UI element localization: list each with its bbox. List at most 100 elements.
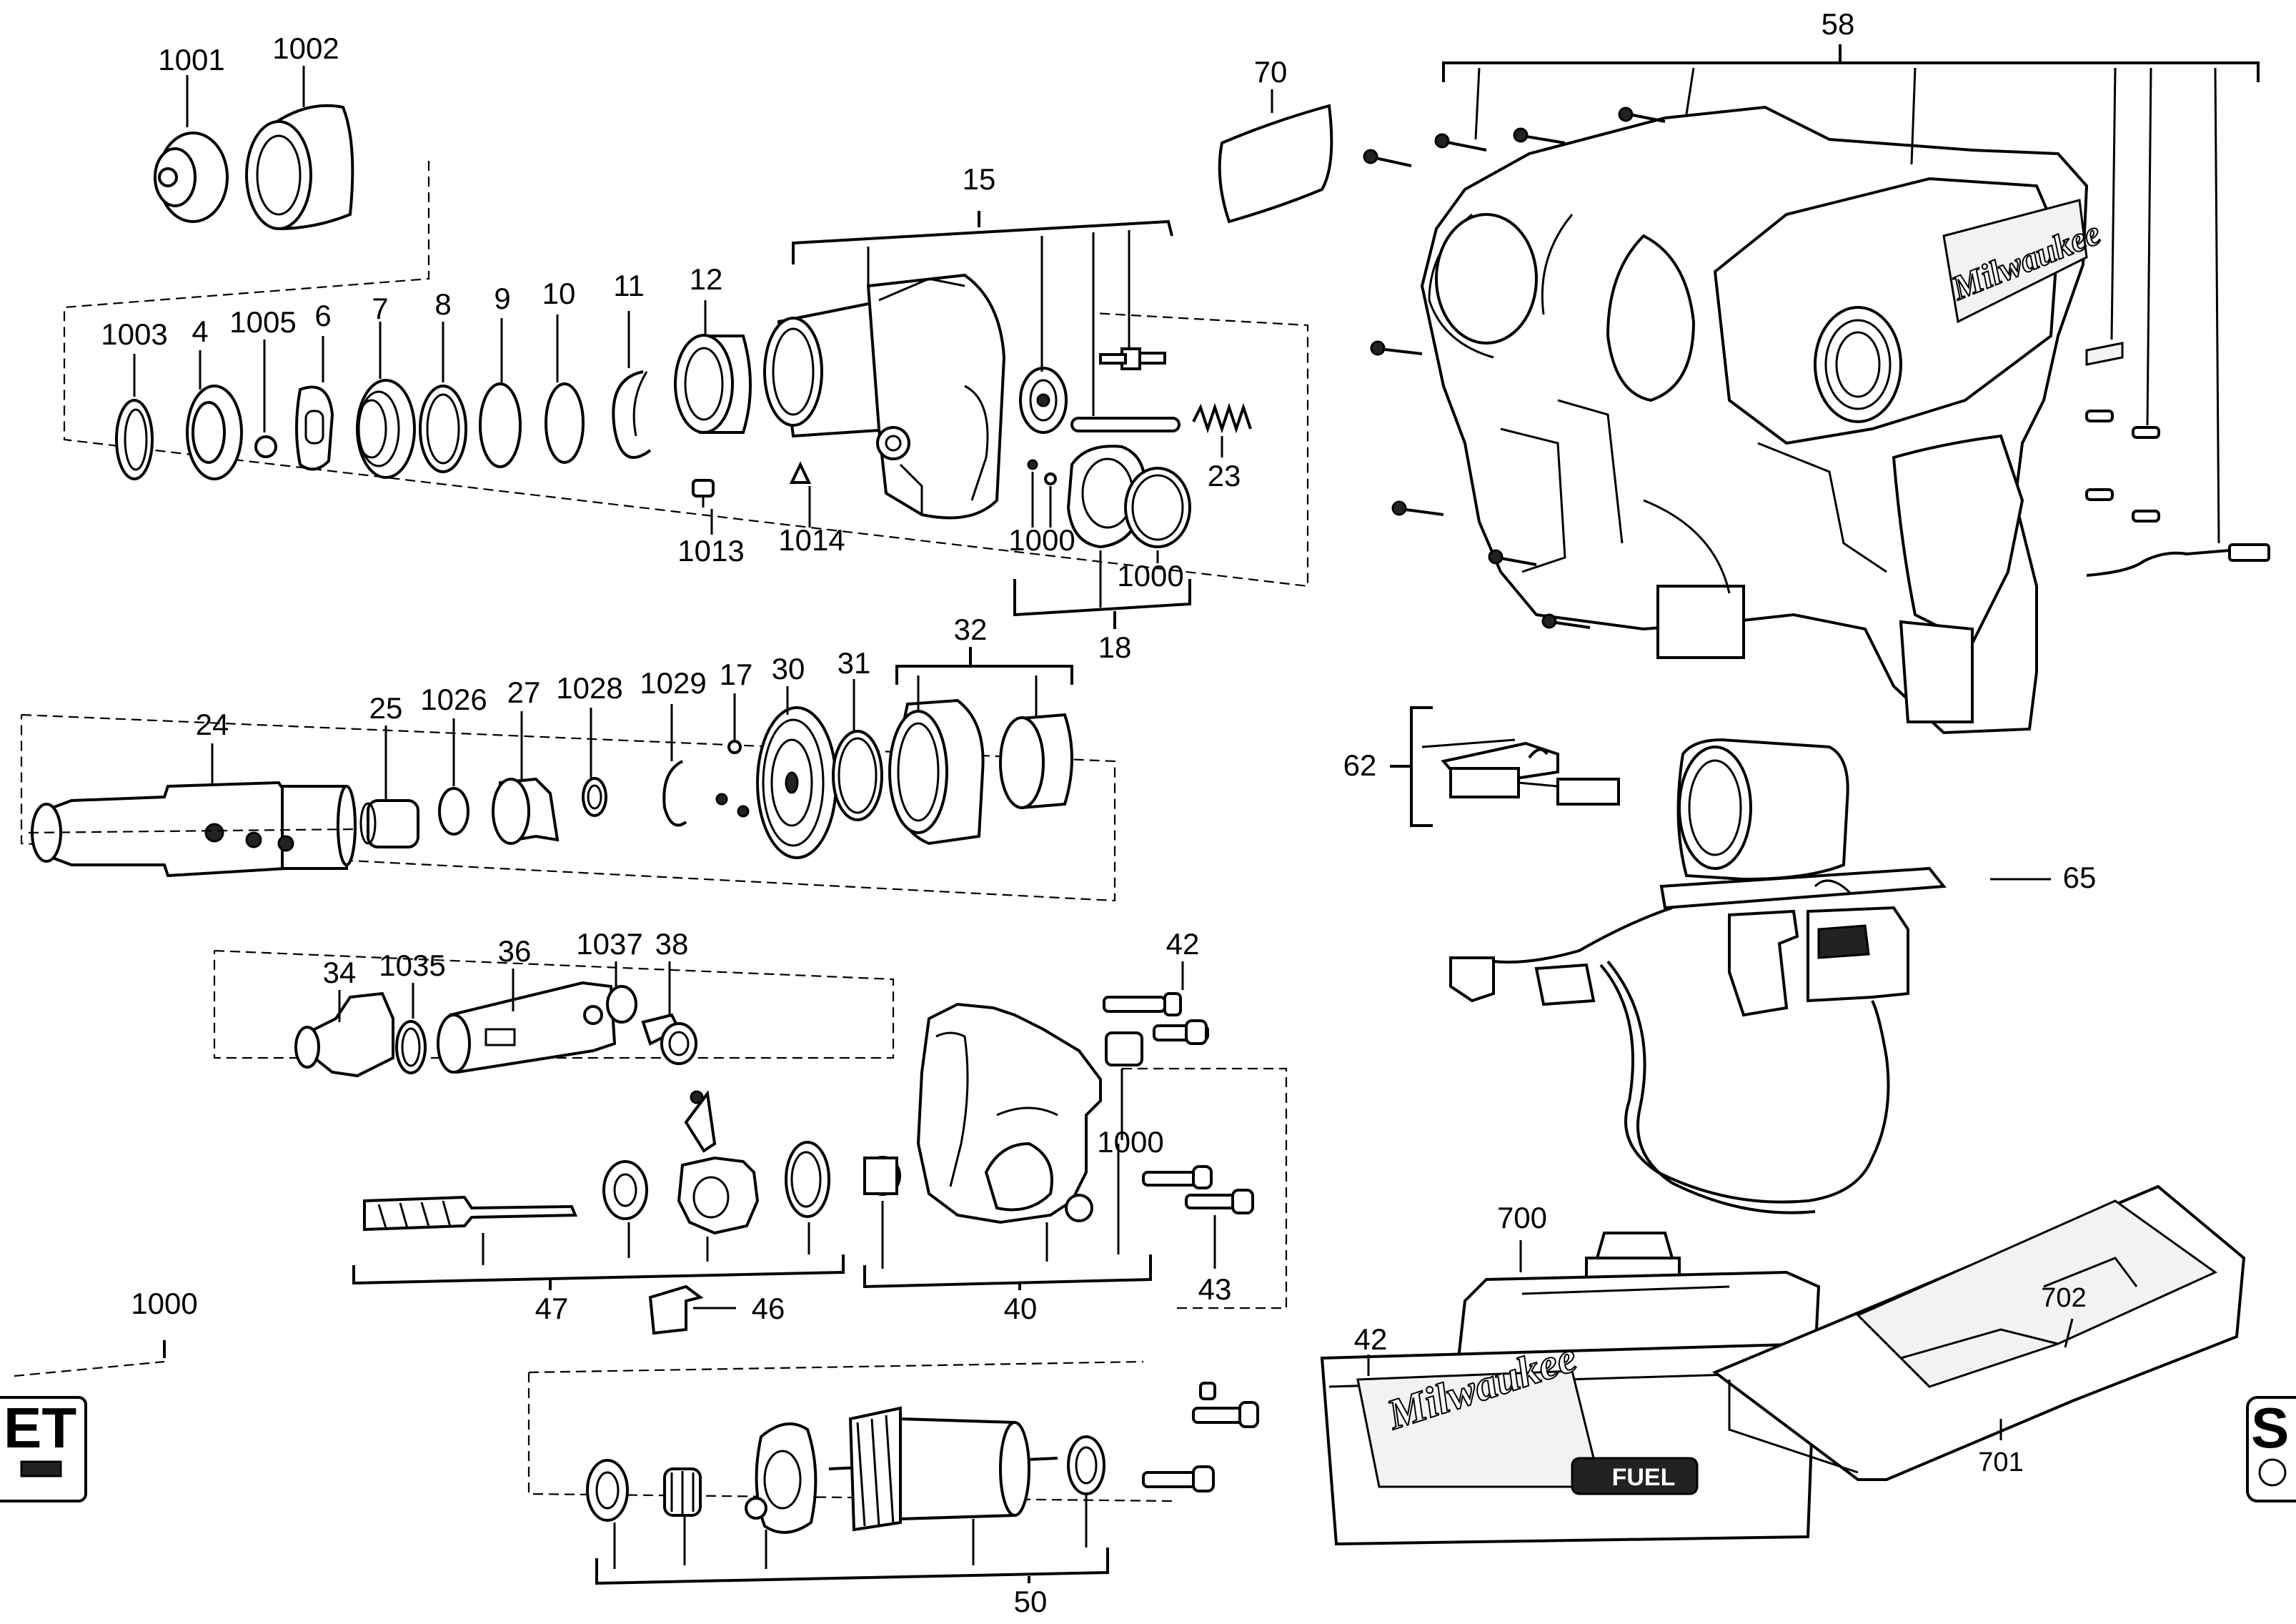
label-58: 58	[1822, 7, 1855, 41]
label-1013: 1013	[677, 534, 744, 568]
part-1026	[438, 787, 469, 836]
label-8: 8	[434, 287, 451, 321]
label-1000-c: 1000	[1097, 1125, 1163, 1159]
part-43-screws	[1142, 1165, 1254, 1214]
part-labels: 1001 1002 1003 4 1005 6 7 8 9 10 11 12 1…	[101, 7, 2096, 1618]
part-58-pins	[2085, 410, 2160, 523]
part-32-bushing	[999, 713, 1073, 810]
part-32-housing	[888, 698, 985, 846]
part-screw-15	[1099, 347, 1166, 370]
label-1028: 1028	[556, 671, 622, 705]
part-24-spindle	[28, 781, 358, 878]
part-1013	[692, 479, 715, 508]
part-42-screws-bottom	[1142, 1382, 1259, 1492]
part-34	[294, 991, 394, 1078]
part-1003	[115, 399, 154, 480]
label-1002: 1002	[272, 31, 339, 65]
part-42-screws-top	[1103, 992, 1209, 1045]
label-1000-d: 1000	[131, 1287, 197, 1320]
part-12	[674, 334, 752, 434]
label-1037: 1037	[576, 927, 642, 961]
part-50-armature	[828, 1406, 1058, 1532]
part-27	[492, 777, 560, 845]
part-8	[419, 385, 467, 473]
part-1002	[245, 104, 354, 231]
part-47-gear	[785, 1141, 830, 1218]
label-42-top: 42	[1166, 927, 1200, 961]
part-31	[832, 730, 883, 821]
label-36: 36	[498, 934, 532, 968]
label-24: 24	[196, 708, 229, 741]
label-70: 70	[1254, 55, 1288, 89]
label-702: 702	[2041, 1283, 2086, 1313]
label-1001: 1001	[158, 43, 224, 76]
left-edge-text: ET	[4, 1396, 76, 1460]
label-1000-b: 1000	[1117, 559, 1183, 593]
right-edge-fragment: S	[2246, 1396, 2296, 1502]
label-34: 34	[323, 956, 357, 989]
label-7: 7	[372, 292, 388, 325]
part-1000-balls	[1027, 459, 1057, 485]
part-11	[612, 370, 652, 459]
label-1000-a: 1000	[1008, 523, 1075, 557]
label-65: 65	[2063, 861, 2097, 894]
part-58-screws	[1363, 107, 1666, 629]
part-10	[545, 382, 585, 464]
part-58-housing: Milwaukee	[1420, 105, 2124, 735]
part-700-case: Milwaukee FUEL	[1320, 1232, 1821, 1546]
label-1005: 1005	[229, 305, 296, 339]
part-47-eccentric	[677, 1089, 760, 1235]
label-1035: 1035	[379, 949, 445, 982]
part-15-barrel	[763, 273, 1006, 520]
part-25	[359, 799, 419, 848]
part-1000-bushing	[1105, 1031, 1143, 1066]
label-701: 701	[1978, 1447, 2023, 1477]
part-pin-15	[1070, 417, 1181, 432]
label-11: 11	[613, 269, 645, 302]
part-1014	[789, 461, 812, 484]
part-36	[437, 981, 617, 1074]
part-23-spring	[1192, 402, 1252, 434]
part-6	[295, 385, 334, 471]
part-50-bearing-rear	[1067, 1435, 1105, 1495]
part-50-bearing	[586, 1459, 629, 1522]
label-38: 38	[655, 927, 689, 961]
label-62: 62	[1343, 748, 1377, 782]
label-12: 12	[690, 262, 723, 296]
label-23: 23	[1208, 459, 1241, 492]
part-50-baffle	[745, 1422, 817, 1534]
part-47-bearing	[602, 1160, 648, 1220]
label-25: 25	[369, 691, 403, 725]
part-58-wire	[2086, 543, 2270, 577]
part-701-702-insert	[1712, 1184, 2246, 1481]
leader-lines	[133, 44, 2260, 1585]
part-9	[479, 382, 522, 468]
part-38	[641, 1013, 697, 1065]
label-15: 15	[963, 162, 996, 196]
label-32: 32	[954, 613, 988, 646]
part-4	[186, 385, 243, 480]
part-40-gearbox	[916, 1002, 1102, 1224]
label-18: 18	[1098, 630, 1132, 664]
label-10: 10	[542, 277, 576, 310]
label-42-bottom: 42	[1354, 1322, 1388, 1356]
part-30-gear	[756, 706, 838, 859]
label-4: 4	[192, 315, 208, 348]
part-46-clip	[648, 1284, 704, 1335]
label-1029: 1029	[640, 666, 706, 700]
left-edge-fragment: ET	[0, 1396, 87, 1502]
part-65-electronics	[1449, 738, 1947, 1214]
part-62-brushes	[1441, 741, 1620, 806]
label-40: 40	[1004, 1292, 1038, 1325]
part-1005	[254, 435, 277, 458]
part-70-label	[1218, 104, 1333, 224]
part-1029	[662, 760, 687, 827]
part-1028	[582, 777, 607, 817]
label-17: 17	[720, 658, 753, 691]
label-50: 50	[1014, 1585, 1048, 1618]
label-1014: 1014	[778, 523, 845, 557]
part-17	[715, 740, 750, 818]
part-40-spacer	[863, 1156, 901, 1196]
part-1035	[395, 1020, 427, 1074]
